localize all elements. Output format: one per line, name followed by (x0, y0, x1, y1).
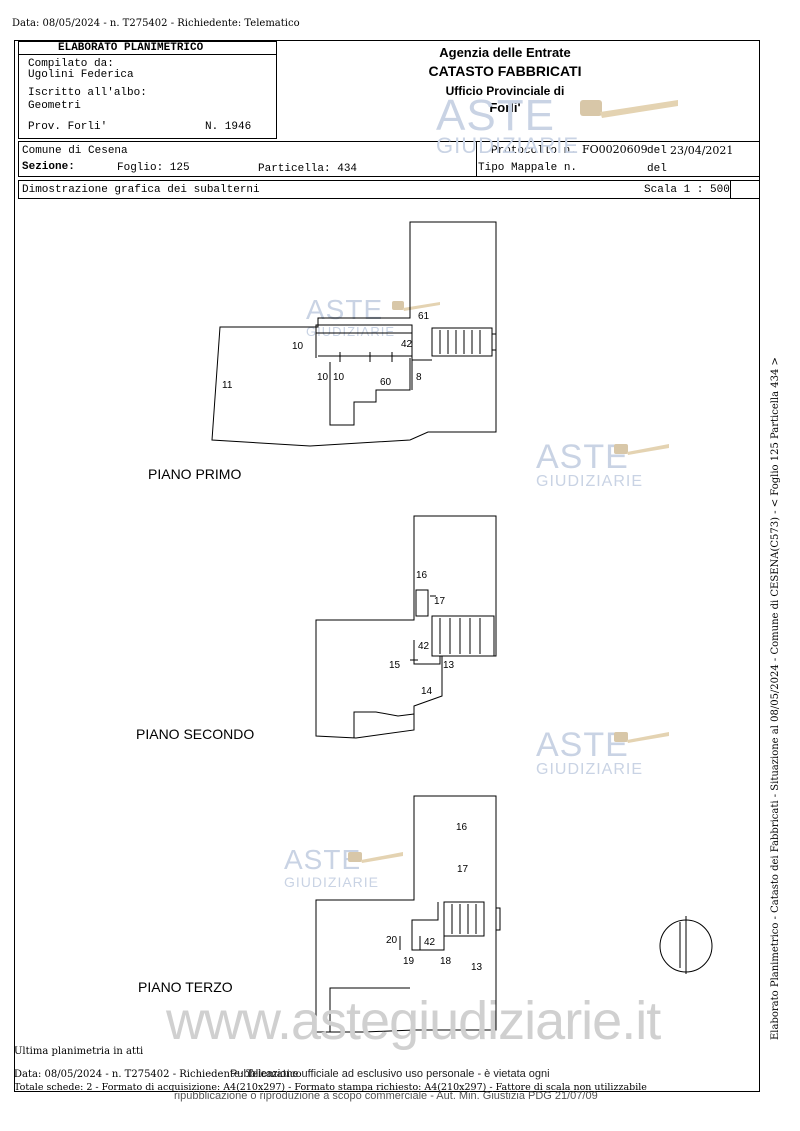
subalterno-number: 42 (418, 641, 430, 652)
subalterno-number: 14 (421, 686, 433, 697)
watermark-aste: ASTE (536, 726, 629, 764)
subalterno-number: 13 (443, 660, 455, 671)
site-watermark: www.astegiudiziarie.it (166, 991, 661, 1051)
tipo-mappale: Tipo Mappale n. (478, 162, 578, 174)
floor-label-primo: PIANO PRIMO (148, 466, 242, 482)
foglio: Foglio: 125 (117, 162, 190, 174)
subalterno-number: 61 (418, 311, 430, 322)
footer-request-info: Data: 08/05/2024 - n. T275402 - Richiede… (14, 1069, 302, 1080)
gavel-icon (614, 444, 669, 455)
subalterno-number: 8 (416, 372, 422, 383)
watermark-giudiziarie: GIUDIZIARIE (436, 133, 580, 158)
particella: Particella: 434 (258, 163, 358, 175)
subalterno-number: 10 (333, 372, 345, 383)
comune: Comune di Cesena (22, 145, 128, 157)
scale: Scala 1 : 500 (644, 184, 730, 196)
subalterno-number: 42 (401, 339, 413, 350)
watermark-aste: ASTE (284, 844, 362, 875)
watermark-logo-1: ASTE GIUDIZIARIE (306, 296, 395, 340)
dim-left-edge (18, 180, 19, 198)
header-box (18, 41, 277, 139)
subalterno-number: 11 (222, 380, 233, 391)
compilato-label: Compilato da: (28, 58, 114, 70)
watermark-giudiziarie: GIUDIZIARIE (536, 473, 644, 490)
side-caption: Elaborato Planimetrico - Catasto dei Fab… (770, 357, 781, 1040)
watermark-aste: ASTE (436, 91, 555, 140)
province: Prov. Forli' (28, 121, 108, 133)
subalterno-number: 10 (317, 372, 329, 383)
subalterno-number: 16 (416, 570, 428, 581)
floor-label-secondo: PIANO SECONDO (136, 726, 255, 742)
catasto-title: CATASTO FABBRICATI (428, 63, 582, 79)
info-divider (476, 141, 477, 177)
info-top-line (18, 141, 760, 142)
gavel-icon (392, 301, 440, 311)
request-info: Data: 08/05/2024 - n. T275402 - Richiede… (12, 18, 300, 29)
dim-bottom-line (18, 198, 760, 199)
ultima-planimetria: Ultima planimetria in atti (14, 1046, 144, 1057)
dim-top-line (18, 180, 760, 181)
footer-totale-schede: Totale schede: 2 - Formato di acquisizio… (14, 1082, 647, 1093)
subalterno-number: 10 (292, 341, 304, 352)
plan-piano-primo (211, 221, 497, 447)
subalterno-number: 42 (424, 937, 436, 948)
plan-piano-terzo (315, 795, 501, 1033)
subalterno-number: 13 (471, 962, 483, 973)
subalterno-number: 17 (457, 864, 469, 875)
del-label-1: del (647, 145, 667, 157)
watermark-aste: ASTE (536, 438, 629, 476)
watermark-aste: ASTE (306, 294, 384, 325)
del-label-2: del (647, 163, 667, 175)
document-title: ELABORATO PLANIMETRICO (58, 42, 204, 54)
dimostrazione-label: Dimostrazione grafica dei subalterni (22, 184, 260, 196)
sheet-frame (14, 40, 760, 1092)
watermark-giudiziarie: GIUDIZIARIE (284, 874, 380, 890)
north-arrow-icon (659, 916, 713, 974)
sezione: Sezione: (22, 161, 75, 173)
dim-right-edge (730, 180, 731, 198)
info-left-edge (18, 141, 19, 177)
iscritto-value: Geometri (28, 100, 81, 112)
publication-notice-1: Pubblicazione ufficiale ad esclusivo uso… (230, 1068, 550, 1080)
info-bottom-line (18, 176, 760, 177)
agency-name: Agenzia delle Entrate (439, 45, 571, 60)
compilato-value: Ugolini Federica (28, 69, 134, 81)
gavel-icon (614, 732, 669, 743)
floor-label-terzo: PIANO TERZO (138, 979, 233, 995)
watermark-logo-4: ASTE GIUDIZIARIE (284, 844, 380, 891)
subalterno-number: 18 (440, 956, 452, 967)
subalterno-number: 19 (403, 956, 415, 967)
ufficio-city: Forli' (489, 100, 521, 115)
watermark-giudiziarie: GIUDIZIARIE (536, 761, 644, 778)
watermark-logo-header: ASTE GIUDIZIARIE (436, 91, 580, 158)
registration-number: N. 1946 (205, 121, 252, 133)
subalterno-number: 17 (434, 596, 446, 607)
ufficio-label: Ufficio Provinciale di (445, 84, 565, 98)
watermark-logo-3: ASTE GIUDIZIARIE (536, 728, 643, 778)
gavel-icon (580, 100, 678, 118)
gavel-icon (348, 852, 403, 863)
watermark-logo-2: ASTE GIUDIZIARIE (536, 440, 643, 490)
subalterno-number: 60 (380, 377, 392, 388)
publication-notice-2: ripubblicazione o riproduzione a scopo c… (174, 1090, 598, 1102)
subalterno-number: 20 (386, 935, 398, 946)
watermark-giudiziarie: GIUDIZIARIE (306, 324, 396, 339)
iscritto-label: Iscritto all'albo: (28, 87, 147, 99)
header-divider (18, 54, 277, 55)
protocollo-date: 23/04/2021 (670, 144, 734, 157)
subalterno-number: 16 (456, 822, 468, 833)
protocollo-label: Protocollo n. (491, 145, 577, 157)
protocollo-value: FO0020609 (582, 143, 648, 156)
subalterno-number: 15 (389, 660, 401, 671)
plan-piano-secondo (315, 515, 497, 739)
